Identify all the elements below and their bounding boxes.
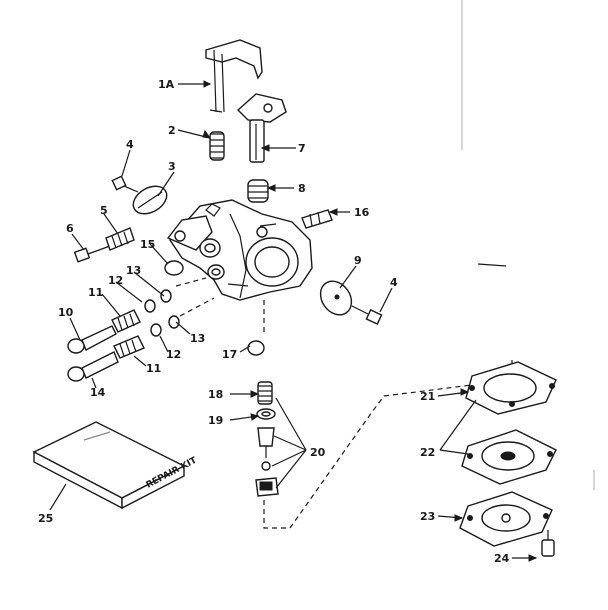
screw-4-right	[351, 305, 383, 325]
callout-11-upper: 11	[88, 286, 103, 299]
spring-18	[257, 381, 273, 405]
screw-24	[541, 530, 555, 557]
callout-2: 2	[168, 124, 176, 137]
edge-mark	[477, 263, 507, 267]
callout-4-right: 4	[390, 276, 398, 289]
callout-7: 7	[298, 142, 306, 155]
callout-labels: 1A 2 3 4 5 6 7 8 9 4 10 11 11 12 12 13 1…	[38, 78, 510, 565]
throttle-plate-3	[132, 185, 168, 215]
throttle-shaft	[236, 93, 287, 163]
repair-kit-25: REPAIR KIT	[32, 421, 199, 510]
callout-11-lower: 11	[146, 362, 161, 375]
spring-2	[209, 131, 225, 161]
o-ring-13b	[168, 315, 180, 329]
callout-1A: 1A	[158, 78, 175, 91]
washer-12b	[150, 323, 162, 337]
diaphragm-cover-23	[459, 491, 553, 547]
assembly-line-to-diaphragms	[263, 379, 513, 529]
welch-plug-15	[164, 260, 184, 276]
callout-12-upper: 12	[108, 274, 123, 287]
fuel-fitting-16	[301, 209, 333, 229]
callout-22: 22	[420, 446, 435, 459]
callout-16: 16	[354, 206, 370, 219]
assembly-line	[175, 277, 207, 287]
choke-shaft-bracket	[205, 39, 263, 113]
leader-lines	[49, 80, 538, 562]
callout-5: 5	[100, 204, 108, 217]
callout-4-left: 4	[126, 138, 134, 151]
callout-13-upper: 13	[126, 264, 141, 277]
o-ring-13a	[160, 289, 172, 303]
washer-19	[256, 408, 276, 420]
mixture-needle-14	[67, 351, 119, 382]
callout-17: 17	[222, 348, 237, 361]
idle-screw-6	[73, 245, 111, 263]
spring-5	[105, 227, 135, 251]
callout-6: 6	[66, 222, 74, 235]
callout-3: 3	[168, 160, 176, 173]
callout-21: 21	[420, 390, 435, 403]
gasket-21	[465, 361, 557, 415]
callout-24: 24	[494, 552, 510, 565]
seat-17	[247, 340, 265, 356]
callout-12-lower: 12	[166, 348, 181, 361]
callout-18: 18	[208, 388, 223, 401]
plate-9	[319, 280, 353, 316]
callout-15: 15	[140, 238, 155, 251]
assembly-line	[179, 297, 215, 317]
screw-4-left	[111, 175, 139, 193]
callout-25: 25	[38, 512, 53, 525]
carburetor-body	[166, 199, 313, 301]
mixture-needle-10	[67, 325, 117, 354]
diaphragm-22	[461, 429, 557, 485]
spring-11b	[113, 335, 145, 359]
callout-9: 9	[354, 254, 362, 267]
callout-8: 8	[298, 182, 306, 195]
washer-12a	[144, 299, 156, 313]
callout-10: 10	[58, 306, 74, 319]
spring-8	[247, 179, 269, 203]
callout-19: 19	[208, 414, 223, 427]
callout-13-lower: 13	[190, 332, 205, 345]
spring-11a	[111, 309, 141, 333]
inlet-needle-20	[255, 427, 279, 497]
callout-23: 23	[420, 510, 435, 523]
callout-20: 20	[310, 446, 326, 459]
callout-14: 14	[90, 386, 106, 399]
